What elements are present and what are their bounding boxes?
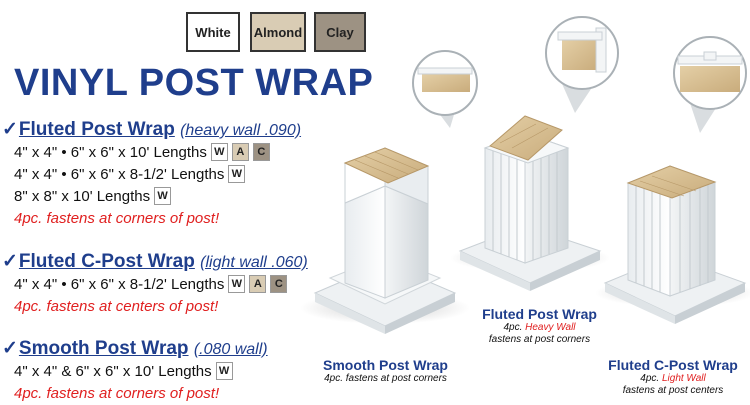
section-heading: ✓Fluted Post Wrap (heavy wall .090): [2, 118, 301, 141]
section-name: Fluted C-Post Wrap: [18, 251, 195, 272]
spec-line: 8" x 8" x 10' Lengths W: [14, 185, 301, 207]
spec-line: 4" x 4" & 6" x 6" x 10' Lengths W: [14, 360, 268, 382]
spec-text: 4" x 4" • 6" x 6" x 8-1/2' Lengths: [14, 165, 225, 183]
section-fluted: ✓Fluted Post Wrap (heavy wall .090) 4" x…: [2, 118, 301, 229]
smooth-post-image: [300, 147, 470, 334]
fluted-detail-callout: [545, 16, 619, 113]
swatch-white-label: White: [195, 24, 231, 40]
caption-line: 4pc. fastens at post corners: [324, 373, 447, 384]
page-title: VINYL POST WRAP: [14, 62, 374, 104]
swatch-clay-label: Clay: [326, 24, 354, 40]
chip-white: W: [210, 143, 228, 161]
caption-line: fastens at post centers: [622, 385, 724, 396]
chip-clay: C: [270, 275, 288, 293]
caption-highlight: Heavy Wall: [525, 322, 576, 333]
caption-line: 4pc. Light Wall: [596, 373, 750, 385]
swatch-clay: Clay: [314, 12, 366, 52]
section-subtitle: (heavy wall .090): [180, 122, 302, 139]
check-icon: ✓: [2, 119, 18, 140]
check-icon: ✓: [2, 251, 18, 272]
chip-almond: A: [249, 275, 267, 293]
caption-fluted: Fluted Post Wrap 4pc. Heavy Wall fastens…: [462, 306, 617, 346]
chip-white: W: [228, 275, 246, 293]
section-note: 4pc. fastens at corners of post!: [14, 384, 220, 402]
spec-text: 8" x 8" x 10' Lengths: [14, 187, 151, 205]
caption-line: fastens at post corners: [488, 334, 591, 345]
caption-title: Smooth Post Wrap: [323, 357, 448, 373]
caption-c-post: Fluted C-Post Wrap 4pc. Light Wall faste…: [596, 357, 750, 397]
spec-line: 4" x 4" • 6" x 6" x 10' Lengths W A C: [14, 141, 301, 163]
section-heading: ✓Fluted C-Post Wrap (light wall .060): [2, 250, 308, 273]
swatch-white: White: [186, 12, 240, 52]
smooth-detail-callout: [412, 50, 478, 128]
section-subtitle: (.080 wall): [193, 341, 268, 358]
section-c-post: ✓Fluted C-Post Wrap (light wall .060) 4"…: [2, 250, 308, 317]
caption-text: 4pc.: [640, 373, 662, 384]
caption-text: 4pc.: [503, 322, 526, 333]
spec-text: 4" x 4" & 6" x 6" x 10' Lengths: [14, 362, 212, 380]
section-subtitle: (light wall .060): [200, 254, 308, 271]
spec-text: 4" x 4" • 6" x 6" x 8-1/2' Lengths: [14, 275, 225, 293]
swatch-almond: Almond: [250, 12, 306, 52]
caption-title: Fluted Post Wrap: [482, 306, 597, 322]
c-post-image: [595, 165, 750, 324]
chip-white: W: [228, 165, 246, 183]
fluted-post-image: [450, 115, 610, 291]
section-name: Fluted Post Wrap: [18, 119, 175, 140]
chip-white: W: [154, 187, 172, 205]
chip-almond: A: [231, 143, 249, 161]
caption-title: Fluted C-Post Wrap: [608, 357, 738, 373]
spec-line: 4" x 4" • 6" x 6" x 8-1/2' Lengths W A C: [14, 273, 308, 295]
section-heading: ✓Smooth Post Wrap (.080 wall): [2, 337, 268, 360]
section-note: 4pc. fastens at corners of post!: [14, 209, 220, 227]
caption-line: 4pc. Heavy Wall: [462, 322, 617, 334]
check-icon: ✓: [2, 338, 18, 359]
section-smooth: ✓Smooth Post Wrap (.080 wall) 4" x 4" & …: [2, 337, 268, 404]
section-name: Smooth Post Wrap: [18, 338, 189, 359]
caption-highlight: Light Wall: [661, 373, 706, 384]
swatch-almond-label: Almond: [253, 24, 303, 40]
section-note: 4pc. fastens at centers of post!: [14, 297, 219, 315]
caption-smooth: Smooth Post Wrap 4pc. fastens at post co…: [308, 357, 463, 385]
post-illustrations: [300, 16, 750, 334]
spec-text: 4" x 4" • 6" x 6" x 10' Lengths: [14, 143, 207, 161]
chip-clay: C: [252, 143, 270, 161]
spec-line: 4" x 4" • 6" x 6" x 8-1/2' Lengths W: [14, 163, 301, 185]
c-post-detail-callout: [673, 36, 747, 133]
chip-white: W: [215, 362, 233, 380]
